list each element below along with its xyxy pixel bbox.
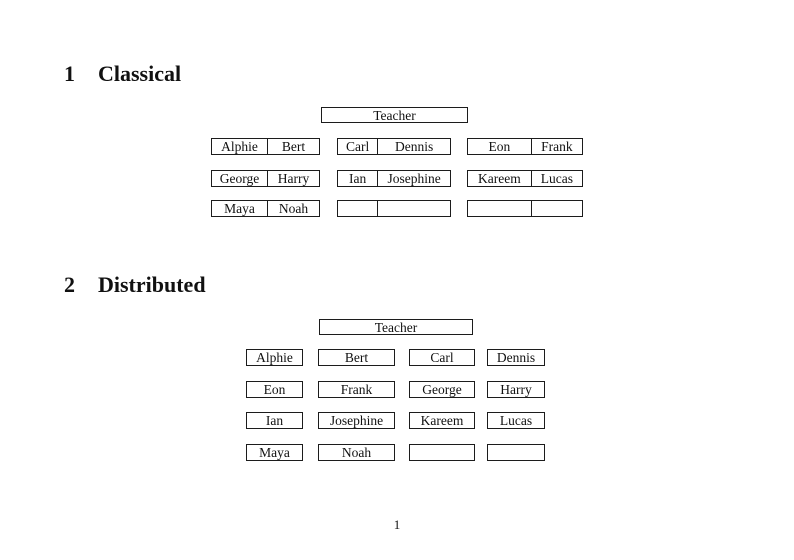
desk-seat-right: Dennis [395,139,434,154]
desk-seat-left: Alphie [212,139,268,154]
seat-box: Lucas [487,412,545,429]
desk-seat-right: Bert [281,139,306,154]
desk-seat-left: Eon [468,139,532,154]
seat-box: Alphie [246,349,303,366]
desk-seat-right: Harry [277,171,310,186]
section-heading-distributed: 2 Distributed [64,273,206,297]
desk: Carl Dennis [337,138,451,155]
section-number: 1 [64,61,75,86]
desk-seat-left: Maya [212,201,268,216]
seat-box: Bert [318,349,395,366]
desk-seat-right [532,201,582,216]
seat-box: Harry [487,381,545,398]
seat-box: Carl [409,349,475,366]
section-title: Distributed [98,272,206,297]
desk-seat-left: Carl [338,139,379,154]
desk: Alphie Bert [211,138,320,155]
section-heading-classical: 1 Classical [64,62,181,86]
seat-box [409,444,475,461]
seat-box: Ian [246,412,303,429]
desk-seat-right: Frank [541,139,573,154]
section-title: Classical [98,61,182,86]
teacher-label: Teacher [373,107,416,123]
teacher-box: Teacher [321,107,468,123]
desk-seat-right: Josephine [387,171,441,186]
desk: Ian Josephine [337,170,451,187]
desk: George Harry [211,170,320,187]
desk-seat-left: Kareem [468,171,532,186]
desk: Eon Frank [467,138,583,155]
seat-box: Eon [246,381,303,398]
seat-box: Noah [318,444,395,461]
seat-box [487,444,545,461]
desk-seat-left [338,201,379,216]
desk [467,200,583,217]
seat-box: Dennis [487,349,545,366]
desk: Maya Noah [211,200,320,217]
desk-seat-left: George [212,171,268,186]
desk-seat-right [378,201,450,216]
seat-box: Kareem [409,412,475,429]
teacher-box: Teacher [319,319,473,335]
seat-box: Frank [318,381,395,398]
desk: Kareem Lucas [467,170,583,187]
desk [337,200,451,217]
desk-seat-right: Lucas [540,171,574,186]
desk-seat-right: Noah [278,201,309,216]
desk-seat-left: Ian [338,171,379,186]
teacher-label: Teacher [374,319,418,335]
page-number: 1 [393,517,401,532]
section-number: 2 [64,272,75,297]
seat-box: Josephine [318,412,395,429]
seat-box: George [409,381,475,398]
seat-box: Maya [246,444,303,461]
desk-seat-left [468,201,532,216]
